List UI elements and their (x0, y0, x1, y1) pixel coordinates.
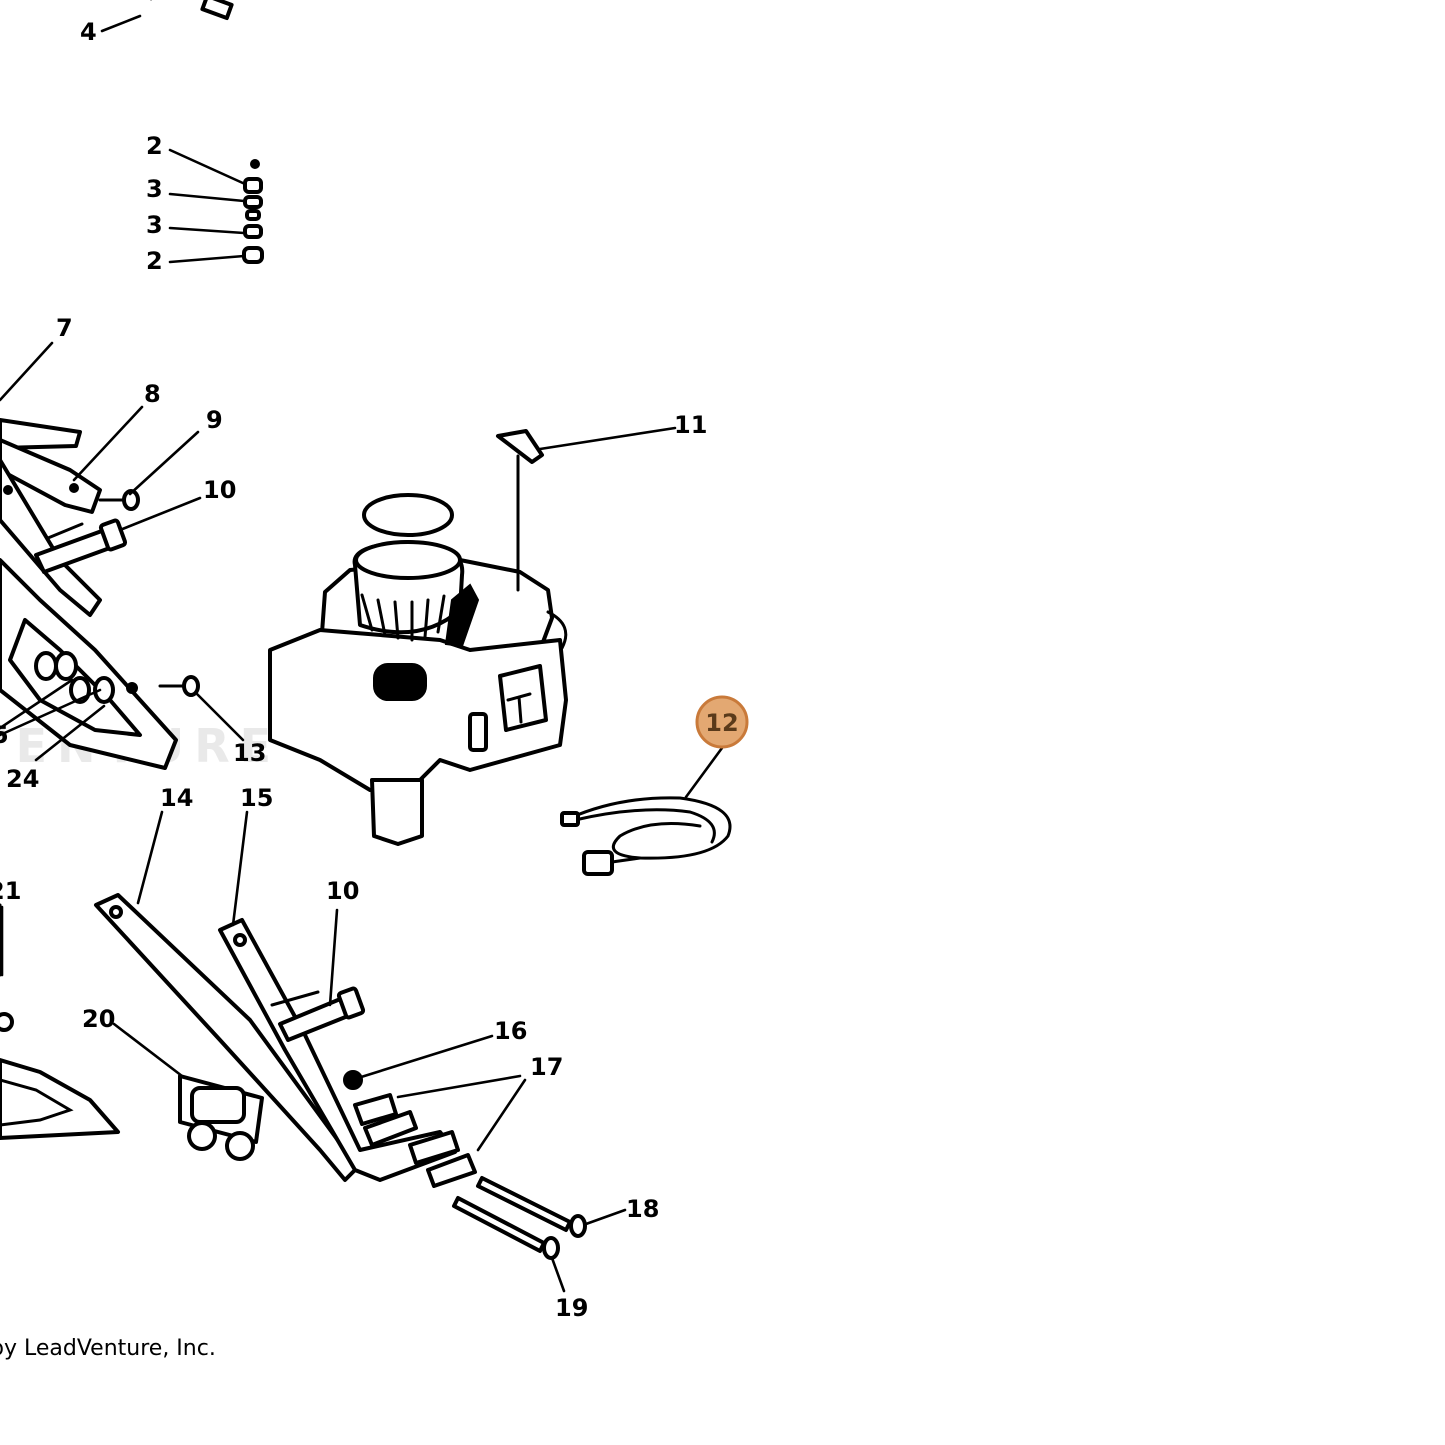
callout-11: 11 (674, 411, 707, 439)
callout-21: 21 (0, 877, 21, 905)
callout-3: 3 (146, 175, 163, 203)
callout-15: 15 (240, 784, 273, 812)
callout-24: 24 (6, 765, 39, 793)
callout-20: 20 (82, 1005, 115, 1033)
callout-16: 16 (494, 1017, 527, 1045)
part-brackets-17[interactable] (353, 1093, 477, 1188)
part-pin-13[interactable] (158, 675, 200, 697)
part-dipstick-11[interactable] (496, 429, 544, 592)
callout-4: 4 (80, 18, 97, 46)
part-cable-12[interactable] (560, 796, 732, 876)
callout-8: 8 (144, 380, 161, 408)
leader-lines (0, 14, 724, 1293)
callout-10: 10 (326, 877, 359, 905)
part-bolt-10a[interactable] (34, 518, 128, 574)
part-pin-9[interactable] (98, 489, 140, 511)
callout-19: 19 (555, 1294, 588, 1322)
part-bolt-19[interactable] (452, 1196, 560, 1260)
callout-10: 10 (203, 476, 236, 504)
part-tine-shield-21[interactable] (0, 903, 120, 1140)
part-engine[interactable] (268, 493, 568, 846)
part-clip-20[interactable] (178, 1074, 264, 1161)
callout-2: 2 (146, 132, 163, 160)
callout-9: 9 (206, 406, 223, 434)
copyright-notice: by LeadVenture, Inc. (0, 1336, 216, 1361)
callout-17: 17 (530, 1053, 563, 1081)
callout-18: 18 (626, 1195, 659, 1223)
callout-7: 7 (56, 314, 73, 342)
callout-3: 3 (146, 211, 163, 239)
part-nuts-washers[interactable] (242, 177, 264, 264)
part-bolt-10b[interactable] (270, 986, 366, 1042)
part-left-frame[interactable] (0, 418, 178, 770)
part-bolt-18[interactable] (476, 1176, 587, 1238)
callout-2: 2 (146, 247, 163, 275)
part-grommets-5-24[interactable] (34, 651, 115, 704)
callout-5: 5 (0, 721, 9, 749)
callout-12-highlight[interactable]: 12 (695, 695, 749, 749)
callout-14: 14 (160, 784, 193, 812)
part-throttle-cable[interactable] (144, 0, 261, 169)
callout-12: 12 (705, 709, 738, 737)
highlight-circle (695, 695, 749, 749)
part-nut-16[interactable] (343, 1070, 363, 1090)
callout-13: 13 (233, 739, 266, 767)
